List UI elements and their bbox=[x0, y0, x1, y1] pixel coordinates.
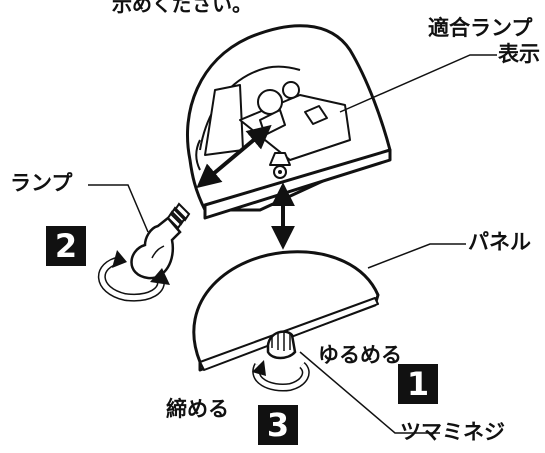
knob-screw-label: ツマミネジ bbox=[400, 420, 505, 444]
lamp-display-leader bbox=[339, 54, 497, 113]
loosen-label: ゆるめる bbox=[318, 343, 402, 367]
rotate-knob-arrow bbox=[252, 360, 310, 392]
header-text: 示めください。 bbox=[112, 0, 252, 16]
knob-screw bbox=[266, 330, 297, 360]
insert-lamp-arrow bbox=[196, 124, 272, 189]
knob-screw-leader bbox=[299, 351, 440, 434]
step-3-badge: 3 bbox=[258, 405, 298, 445]
step-2-badge: 2 bbox=[46, 226, 86, 266]
step-1-badge: 1 bbox=[398, 364, 438, 404]
lamp-label: ランプ bbox=[10, 171, 73, 195]
lamp-bulb bbox=[130, 202, 191, 280]
fixture-housing bbox=[186, 24, 392, 220]
panel-label: パネル bbox=[468, 230, 531, 254]
rotate-lamp-arrow bbox=[97, 250, 170, 302]
tighten-label: 締める bbox=[166, 397, 229, 421]
lamp-display-label-line1: 適合ランプ bbox=[428, 16, 533, 40]
lamp-display-label-line2: 表示 bbox=[498, 42, 540, 66]
lamp-leader bbox=[88, 184, 149, 233]
leader-lines bbox=[88, 54, 497, 434]
panel-leader bbox=[367, 243, 466, 269]
